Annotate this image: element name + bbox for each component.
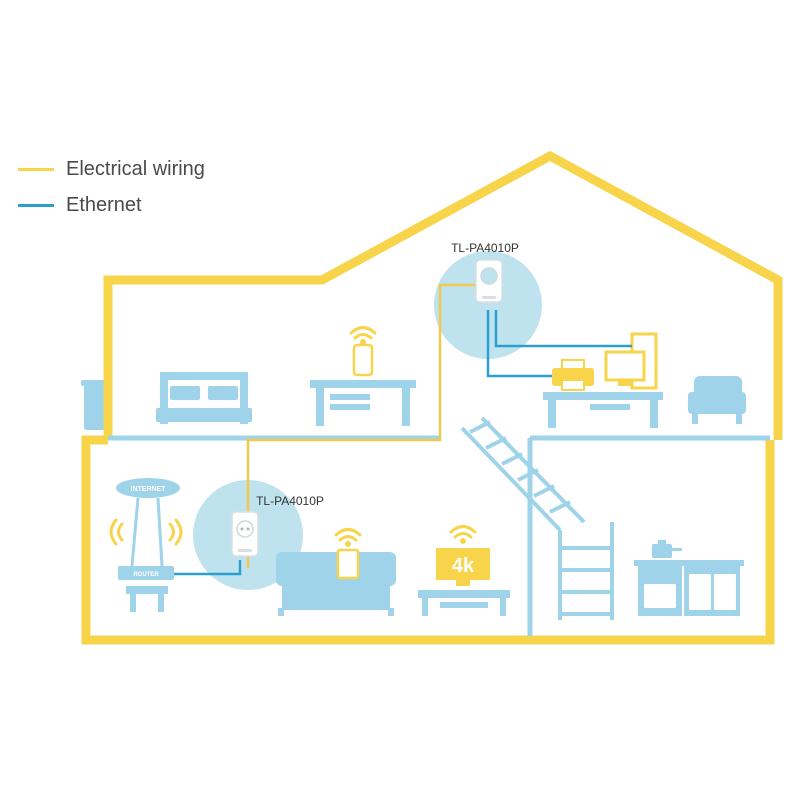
legend-ethernet: Ethernet [18,194,142,217]
internet-cloud-icon: INTERNET [116,478,180,498]
powerline-adapter-icon [475,259,503,303]
legend-label-ethernet: Ethernet [66,194,142,216]
tv-4k-label: 4k [452,555,475,577]
router-icon: ROUTER [118,497,174,612]
staircase [460,416,614,620]
sofa-wifi-icon [334,528,362,547]
router-label: ROUTER [133,572,159,578]
armchair-icon [688,376,746,424]
legend-swatch-ethernet [18,204,54,207]
internet-label: INTERNET [131,486,167,493]
phone-icon [352,343,374,377]
router-wifi-right-icon [168,518,183,546]
legend-swatch-wiring [18,168,54,171]
router-wifi-left-icon [109,518,124,546]
printer-icon [552,359,594,391]
powerline-adapter-icon [231,511,259,557]
cooking-pot-icon [652,540,682,558]
legend-electrical-wiring: Electrical wiring [18,158,205,181]
ethernet-path [174,310,632,576]
tv-wifi-icon [449,525,477,544]
computer-icon [604,332,658,390]
sofa-icon [276,552,396,616]
tv-stand-icon [418,590,510,616]
tablet-icon [336,548,360,580]
upstairs-adapter-halo [434,251,542,359]
heater-icon [81,380,109,430]
office-desk-icon [543,392,663,428]
electrical-wiring-path [246,283,478,568]
downstairs-adapter-label: TL-PA4010P [256,494,324,508]
interior-walls [108,435,770,636]
bed-icon [156,372,252,424]
wifi-icon [349,326,377,345]
desk-icon [310,380,416,426]
kitchen-details [644,574,736,610]
legend-label-wiring: Electrical wiring [66,158,205,180]
upstairs-adapter-label: TL-PA4010P [451,241,519,255]
tv-icon: 4k [436,548,490,586]
house-outline [81,150,783,645]
